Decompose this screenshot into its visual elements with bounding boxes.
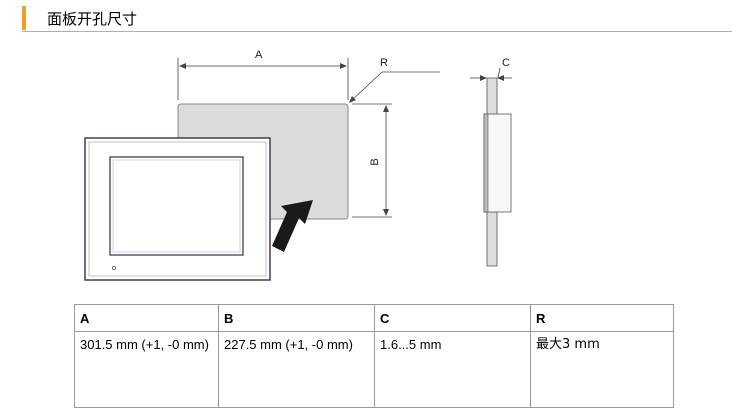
dim-a-arrow-right [340,63,347,69]
section-header: 面板开孔尺寸 [22,6,732,32]
panel-cutout-diagram: A B R C [84,49,512,281]
insert-direction-arrow-icon [272,200,313,252]
display-bezel-inner [88,141,267,277]
table-cell-b: 227.5 mm (+1, -0 mm) [218,331,375,408]
table-header-row: A B C R [74,304,674,332]
radius-label: R [380,57,388,69]
dim-a-label: A [255,49,263,61]
dim-c-leader [497,67,501,79]
display-screen [109,156,244,256]
power-led-icon [112,265,117,270]
table-header-b: B [218,304,375,332]
dimensions-table: A B C R 301.5 mm (+1, -0 mm) 227.5 mm (+… [74,304,674,408]
table-cell-r: 最大3 mm [530,331,674,408]
table-row: 301.5 mm (+1, -0 mm) 227.5 mm (+1, -0 mm… [74,331,674,408]
table-cell-c: 1.6...5 mm [374,331,531,408]
dim-b-arrow-bottom [383,209,389,216]
table-header-c: C [374,304,531,332]
side-view-device-body [483,113,512,213]
dim-c-label: C [502,57,510,69]
radius-leader-diagonal [350,71,383,102]
display-screen-inner [112,159,241,253]
dim-b-arrow-top [383,105,389,112]
table-header-r: R [530,304,674,332]
dim-c-arrow-right [497,75,504,81]
radius-leader-arrow [349,96,356,103]
dim-a-arrow-left [179,63,186,69]
side-view-bezel [483,113,489,213]
section-title: 面板开孔尺寸 [47,10,138,28]
table-header-a: A [74,304,219,332]
dim-c-arrow-left [480,75,487,81]
table-cell-a: 301.5 mm (+1, -0 mm) [74,331,219,408]
dim-b-label: B [369,158,381,165]
header-accent-bar [22,6,26,30]
